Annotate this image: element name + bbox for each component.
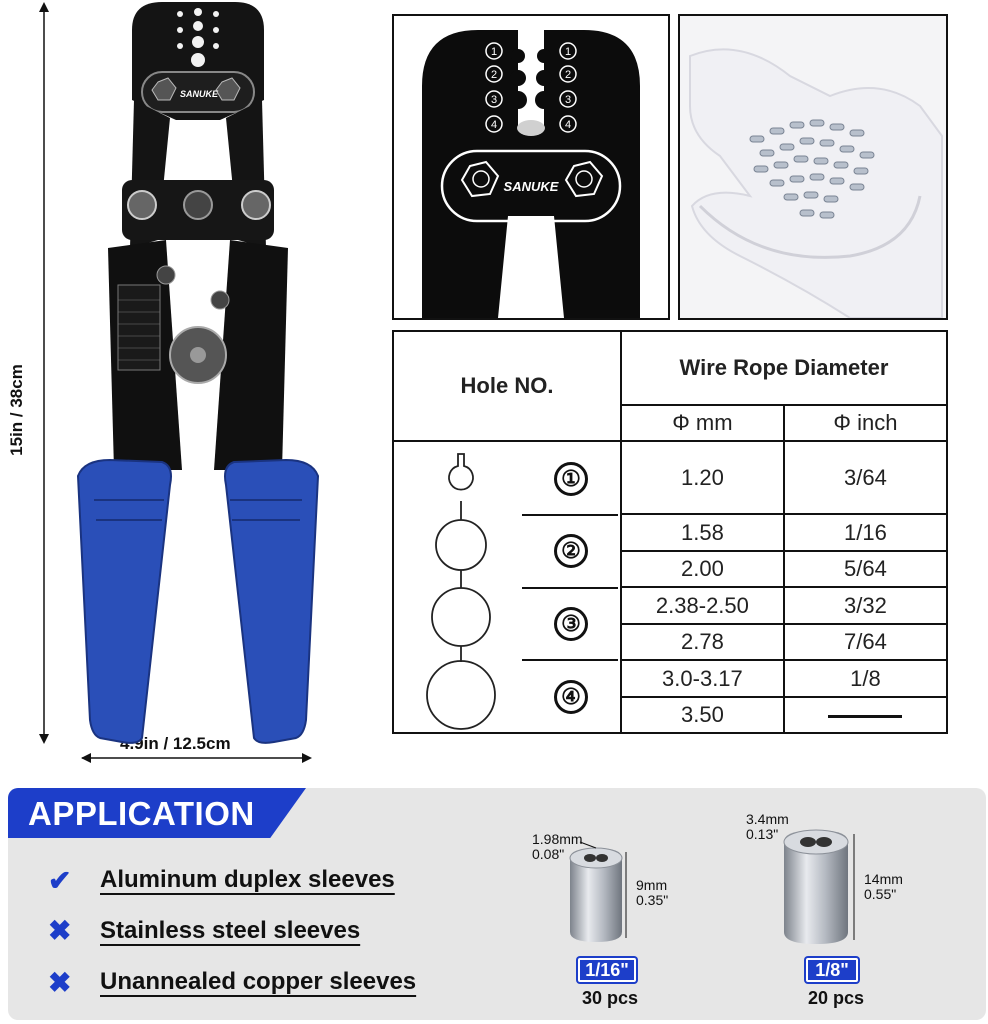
check-icon: ✔ <box>48 865 72 896</box>
application-title: APPLICATION <box>28 795 255 832</box>
svg-text:3: 3 <box>491 94 497 106</box>
hole-number-3: ③ <box>554 607 588 641</box>
mm-cell: 2.00 <box>619 550 785 588</box>
inch-cell-not-applicable <box>782 696 949 734</box>
hole-number-1: ① <box>554 462 588 496</box>
inch-cell: 3/64 <box>782 440 949 515</box>
sleeve-small-badge: 1/16" <box>578 958 636 982</box>
sleeve-large-badge: 1/8" <box>806 958 858 982</box>
inch-cell: 1/8 <box>782 659 949 698</box>
sleeve-large-image <box>783 829 855 944</box>
application-item-aluminum: Aluminum duplex sleeves <box>100 866 395 893</box>
svg-text:2: 2 <box>491 69 497 81</box>
svg-text:1: 1 <box>491 46 497 58</box>
hole-number-2: ② <box>554 534 588 568</box>
jaw-closeup-panel: 1 1 2 2 3 3 4 4 SANUKE <box>392 14 670 320</box>
svg-text:3: 3 <box>565 94 571 106</box>
application-item-copper: Unannealed copper sleeves <box>100 968 417 995</box>
inch-cell: 3/32 <box>782 586 949 625</box>
svg-text:1: 1 <box>565 46 571 58</box>
brand-logo-small: SANUKE <box>180 89 219 99</box>
sleeves-in-hand-panel <box>678 14 948 320</box>
sleeve-large-quantity: 20 pcs <box>807 988 865 1008</box>
mm-cell: 2.38-2.50 <box>619 586 785 625</box>
hole-shape-diagram <box>426 453 618 730</box>
svg-text:4: 4 <box>491 119 497 131</box>
sleeve-small-quantity: 30 pcs <box>581 988 639 1008</box>
wire-rope-diameter-header: Wire Rope Diameter <box>619 330 949 406</box>
width-label: 4.9in / 12.5cm <box>120 734 231 753</box>
crimping-tool-image: SANUKE <box>76 2 320 744</box>
brand-logo: SANUKE <box>504 179 559 194</box>
mm-cell: 1.58 <box>619 513 785 552</box>
cross-icon: ✖ <box>48 915 72 946</box>
mm-cell: 3.50 <box>619 696 785 734</box>
mm-cell: 2.78 <box>619 623 785 661</box>
hole-diagram-cell: ① ② ③ ④ <box>392 440 622 734</box>
inch-cell: 7/64 <box>782 623 949 661</box>
mm-cell: 1.20 <box>619 440 785 515</box>
sleeve-large-width: 3.4mm 0.13" <box>746 811 789 842</box>
application-item-stainless: Stainless steel sleeves <box>100 917 361 944</box>
inch-column-header: Φ inch <box>782 404 949 442</box>
inch-cell: 5/64 <box>782 550 949 588</box>
hole-number-4: ④ <box>554 680 588 714</box>
height-label: 15in / 38cm <box>7 364 26 456</box>
svg-text:2: 2 <box>565 69 571 81</box>
dash-placeholder <box>828 714 903 718</box>
sleeve-small-length: 9mm 0.35" <box>636 877 669 908</box>
cross-icon: ✖ <box>48 967 72 998</box>
width-arrow <box>81 753 312 763</box>
mm-cell: 3.0-3.17 <box>619 659 785 698</box>
sleeves-in-hand-image <box>689 48 943 318</box>
wire-rope-spec-table: Hole NO. Wire Rope Diameter Φ mm Φ inch <box>392 330 949 734</box>
inch-cell: 1/16 <box>782 513 949 552</box>
mm-column-header: Φ mm <box>619 404 785 442</box>
jaw-closeup-image: 1 1 2 2 3 3 4 4 SANUKE <box>422 30 640 318</box>
sleeve-small-image <box>569 841 627 942</box>
height-arrow <box>39 2 49 744</box>
application-banner <box>8 788 306 838</box>
sleeve-large-length: 14mm 0.55" <box>864 871 903 902</box>
svg-text:4: 4 <box>565 119 571 131</box>
sleeve-small-width: 1.98mm 0.08" <box>532 831 583 862</box>
hole-number-header: Hole NO. <box>392 330 622 442</box>
